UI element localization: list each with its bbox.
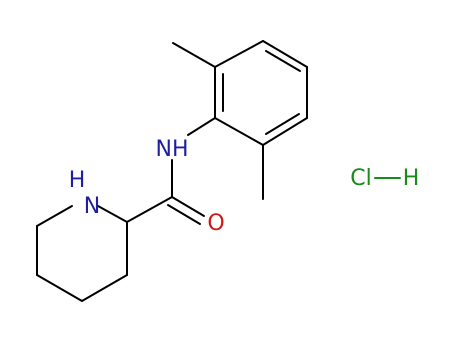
oxygen-label: O (207, 211, 224, 236)
bond (214, 117, 264, 146)
bond (36, 274, 83, 302)
bond (187, 117, 216, 136)
bond (214, 40, 264, 68)
bond (265, 50, 301, 72)
bond (262, 40, 308, 68)
carbonyl-bond (171, 196, 205, 217)
bond (262, 117, 308, 146)
ring-nh-hydrogen-label: H (69, 168, 86, 193)
ring-n-label: N (84, 194, 100, 219)
bond (36, 205, 73, 227)
bond (81, 274, 128, 302)
hydrogen-label: H (403, 166, 420, 191)
bond (265, 113, 300, 135)
methyl-bond-top (172, 42, 216, 68)
bond (126, 196, 173, 223)
chlorine-label: Cl (350, 166, 371, 191)
amide-nh-label: NH (156, 137, 189, 162)
bond (97, 205, 128, 223)
carbonyl-bond (167, 204, 201, 225)
benzene-ring (214, 40, 308, 146)
piperidine-ring (36, 205, 128, 302)
